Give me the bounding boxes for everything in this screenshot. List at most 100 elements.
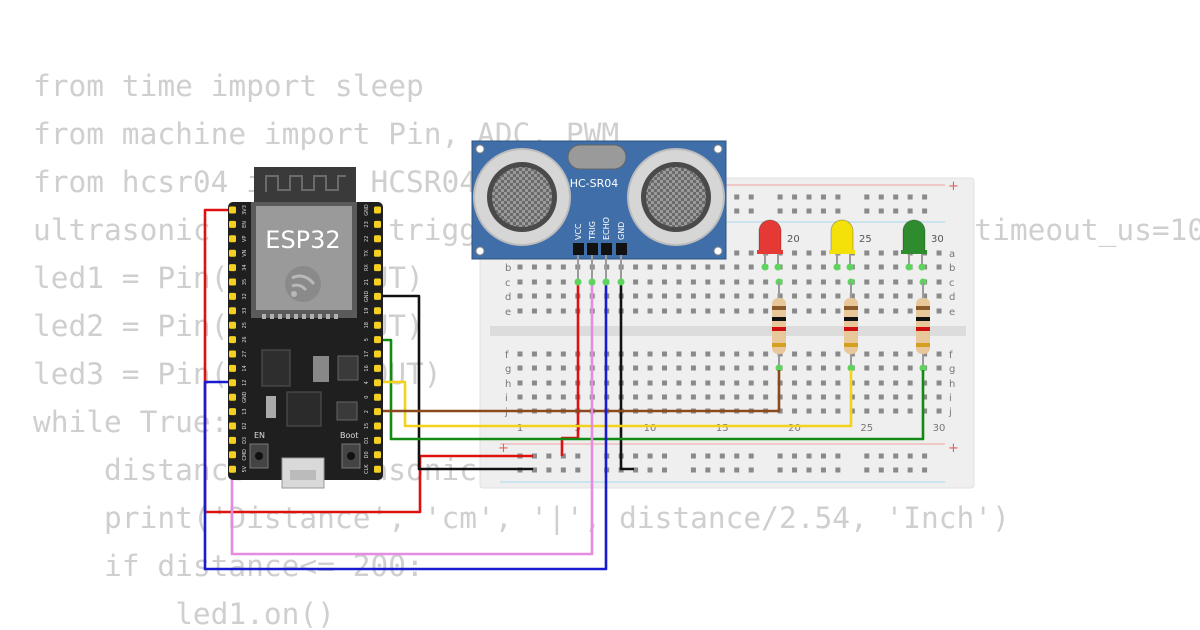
rail-hole: [835, 453, 841, 459]
code-line: led1.on(): [33, 597, 335, 630]
rail-hole: [734, 194, 740, 200]
terminal-hole: [820, 365, 826, 371]
terminal-hole: [719, 308, 725, 314]
wire-brown-led1: [377, 370, 781, 413]
terminal-hole: [792, 408, 798, 414]
sensor-header: [587, 243, 598, 255]
terminal-hole: [806, 250, 812, 256]
terminal-hole: [864, 250, 870, 256]
terminal-hole: [878, 351, 884, 357]
terminal-hole: [719, 264, 725, 270]
rail-hole: [792, 467, 798, 473]
rail-hole: [705, 467, 711, 473]
terminal-hole: [820, 308, 826, 314]
sensor-pin-label: TRIG: [588, 221, 597, 241]
terminal-hole: [878, 264, 884, 270]
terminal-hole: [690, 380, 696, 386]
pin-label: 0: [364, 396, 370, 399]
header-pin: [229, 206, 236, 214]
terminal-hole: [820, 394, 826, 400]
terminal-hole: [546, 351, 552, 357]
led-pin: [761, 263, 769, 271]
terminal-hole: [705, 351, 711, 357]
header-pin: [374, 307, 381, 315]
resistor-band: [772, 317, 786, 321]
rail-hole: [922, 453, 928, 459]
terminal-hole: [792, 380, 798, 386]
terminal-hole: [893, 408, 899, 414]
terminal-hole: [936, 250, 942, 256]
terminal-hole: [792, 293, 798, 299]
terminal-hole: [806, 365, 812, 371]
terminal-hole: [662, 380, 667, 386]
header-pin: [374, 336, 381, 344]
pin-label: 15: [364, 423, 370, 429]
sensor-pin: [574, 278, 582, 286]
header-pin: [229, 436, 236, 444]
header-pin: [229, 220, 236, 228]
rail-hole: [806, 467, 812, 473]
terminal-hole: [560, 308, 566, 314]
terminal-hole: [849, 351, 855, 357]
led-column-label: 25: [859, 234, 872, 245]
terminal-hole: [633, 264, 639, 270]
pin-label: CLK: [364, 464, 370, 474]
terminal-hole: [662, 365, 667, 371]
led-pin: [774, 263, 782, 271]
sensor-label: HC-SR04: [570, 177, 619, 190]
terminal-hole: [676, 380, 682, 386]
terminal-hole: [936, 279, 942, 285]
rail-hole: [820, 194, 826, 200]
terminal-hole: [849, 293, 855, 299]
row-label-left: e: [505, 307, 511, 318]
resistor-body: [844, 298, 858, 354]
rail-hole: [690, 467, 696, 473]
terminal-hole: [763, 365, 769, 371]
header-pin: [374, 364, 381, 372]
rail-hole: [792, 453, 798, 459]
terminal-hole: [748, 351, 754, 357]
rail-hole: [806, 453, 812, 459]
resistor-band: [772, 327, 786, 331]
terminal-hole: [647, 264, 653, 270]
terminal-hole: [531, 394, 537, 400]
terminal-hole: [835, 279, 841, 285]
rail-hole: [690, 453, 696, 459]
terminal-hole: [878, 279, 884, 285]
sensor-pin-label: VCC: [574, 223, 583, 240]
row-label-right: j: [948, 407, 952, 418]
terminal-hole: [633, 351, 639, 357]
rail-hole: [792, 194, 798, 200]
terminal-hole: [849, 394, 855, 400]
row-label-left: i: [505, 393, 508, 404]
terminal-hole: [633, 293, 639, 299]
rail-hole: [719, 467, 725, 473]
rail-hole: [835, 194, 841, 200]
terminal-hole: [806, 351, 812, 357]
terminal-hole: [763, 394, 769, 400]
resistor-band: [916, 343, 930, 347]
terminal-hole: [633, 394, 639, 400]
header-pin: [374, 465, 381, 473]
header-pin: [374, 350, 381, 358]
terminal-hole: [864, 365, 870, 371]
pin-label: 27: [242, 351, 248, 357]
rail-hole: [777, 453, 783, 459]
resistor-band: [844, 317, 858, 321]
terminal-hole: [748, 279, 754, 285]
terminal-hole: [560, 380, 566, 386]
board-label: ESP32: [265, 226, 340, 254]
header-pin: [229, 422, 236, 430]
terminal-hole: [849, 380, 855, 386]
sensor-pin: [588, 278, 596, 286]
terminal-hole: [806, 293, 812, 299]
pin-label: 5: [364, 338, 370, 341]
terminal-hole: [748, 264, 754, 270]
terminal-hole: [806, 279, 812, 285]
terminal-hole: [849, 408, 855, 414]
rail-hole: [922, 208, 928, 214]
terminal-hole: [820, 250, 826, 256]
terminal-hole: [647, 308, 653, 314]
terminal-hole: [734, 380, 740, 386]
